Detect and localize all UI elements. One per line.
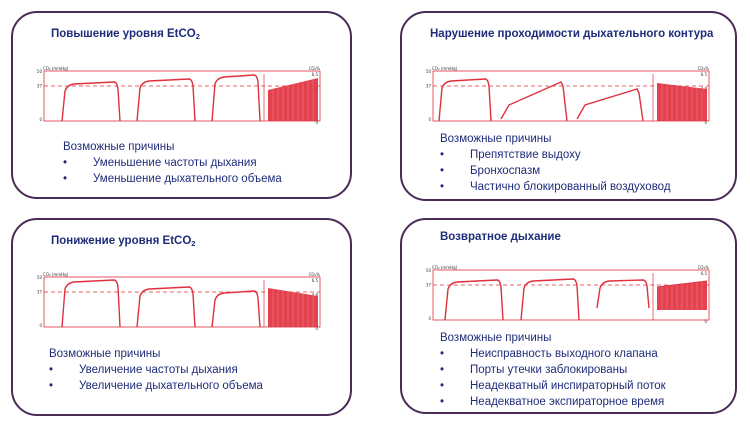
causes-block: Возможные причины Увеличение частоты дых… [49, 346, 263, 394]
waveform-breath [211, 74, 261, 122]
y-tick-label: 37 [37, 290, 43, 295]
trend-area [657, 83, 707, 121]
waveform-breath [596, 279, 650, 309]
y-tick-label: 50 [426, 268, 432, 273]
y-tick-label: 37 [426, 84, 432, 89]
cause-item: Бронхоспазм [440, 163, 671, 179]
y-tick-label: 0 [428, 117, 431, 122]
capnogram-graph: CO₂ (mmHg) CO₂% 50 37 0 6.5 4.8 0 [37, 272, 321, 331]
waveform-breath [61, 279, 121, 328]
waveform-breath [61, 81, 121, 122]
graph-frame [432, 70, 710, 122]
causes-block: Возможные причины Неисправность выходног… [440, 330, 666, 410]
cause-item: Увеличение дыхательного объема [49, 378, 263, 394]
y-tick-label: 0 [39, 323, 42, 328]
waveform-breath [211, 290, 261, 328]
y-right-tick-label: 0 [704, 319, 707, 324]
y-right-tick-label: 6.5 [312, 278, 319, 283]
cause-item: Частично блокированный воздуховод [440, 179, 671, 195]
panel-title: Возвратное дыхание [440, 231, 561, 243]
graph-frame [43, 276, 321, 328]
causes-heading: Возможные причины [440, 332, 552, 344]
y-right-tick-label: 0 [704, 120, 707, 125]
y-right-tick-label: 4.8 [312, 293, 319, 298]
y-tick-label: 50 [37, 69, 43, 74]
trend-area [268, 288, 318, 327]
panel-title: Повышение уровня EtCO2 [51, 28, 200, 41]
waveform-breath [438, 78, 492, 122]
panel-etco2-increase: Повышение уровня EtCO2 CO₂ (mmHg) CO₂% 50 3… [11, 11, 352, 199]
graph-frame [43, 70, 321, 122]
causes-block: Возможные причины Препятствие выдоху Бро… [440, 131, 671, 195]
y-tick-label: 37 [426, 283, 432, 288]
y-right-axis-label: CO₂% [309, 272, 321, 277]
panel-title: Нарушение проходимости дыхательного конт… [430, 28, 714, 40]
panel-circuit-obstruction: Нарушение проходимости дыхательного конт… [400, 11, 737, 201]
y-right-tick-label: 0 [315, 326, 318, 331]
causes-heading: Возможные причины [440, 133, 552, 145]
graph-frame [432, 269, 710, 321]
y-right-tick-label: 6.5 [701, 72, 708, 77]
waveform-breath [136, 78, 196, 122]
waveform-breath [136, 286, 196, 328]
y-axis-label: CO₂ (mmHg) [432, 265, 458, 270]
cause-item: Уменьшение частоты дыхания [63, 155, 282, 171]
y-right-tick-label: 6.5 [312, 72, 319, 77]
y-right-axis-label: CO₂% [698, 265, 710, 270]
cause-item: Препятствие выдоху [440, 147, 671, 163]
y-tick-label: 0 [39, 117, 42, 122]
causes-heading: Возможные причины [63, 141, 175, 153]
y-axis-label: CO₂ (mmHg) [43, 272, 69, 277]
panel-rebreathing: Возвратное дыхание CO₂ (mmHg) CO₂% 50 37 0 6.… [400, 218, 737, 414]
waveform-breath [576, 88, 644, 122]
cause-item: Порты утечки заблокированы [440, 362, 666, 378]
panel-title: Понижение уровня EtCO2 [51, 235, 196, 248]
y-tick-label: 50 [37, 275, 43, 280]
y-right-tick-label: 6.5 [701, 271, 708, 276]
causes-block: Возможные причины Уменьшение частоты дых… [63, 139, 282, 187]
y-tick-label: 50 [426, 69, 432, 74]
cause-item: Неисправность выходного клапана [440, 346, 666, 362]
y-right-axis-label: CO₂% [309, 66, 321, 71]
cause-item: Неадекватное экспираторное время [440, 394, 666, 410]
causes-heading: Возможные причины [49, 348, 161, 360]
y-right-axis-label: CO₂% [698, 66, 710, 71]
trend-area [268, 78, 318, 121]
y-tick-label: 37 [37, 84, 43, 89]
y-axis-label: CO₂ (mmHg) [43, 66, 69, 71]
cause-item: Уменьшение дыхательного объема [63, 171, 282, 187]
waveform-breath [444, 279, 504, 321]
trend-area [657, 281, 707, 310]
waveform-breath [520, 278, 580, 321]
waveform-breath [500, 81, 568, 122]
y-axis-label: CO₂ (mmHg) [432, 66, 458, 71]
panel-etco2-decrease: Понижение уровня EtCO2 CO₂ (mmHg) CO₂% 50 3… [11, 218, 352, 416]
cause-item: Неадекватный инспираторный поток [440, 378, 666, 394]
y-right-tick-label: 0 [315, 120, 318, 125]
cause-item: Увеличение частоты дыхания [49, 362, 263, 378]
y-tick-label: 0 [428, 316, 431, 321]
